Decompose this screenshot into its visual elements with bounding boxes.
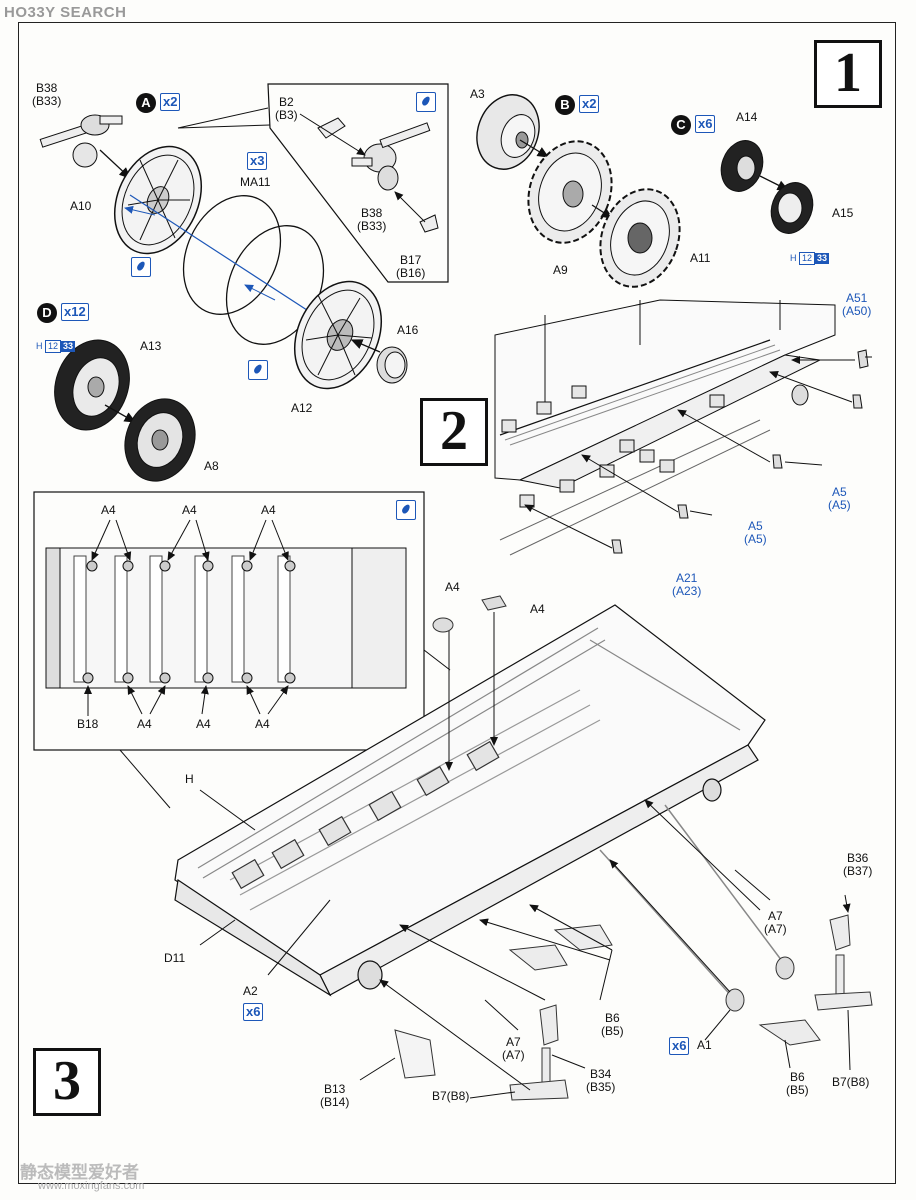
ma11-qty: x3	[247, 152, 268, 170]
label-a11: A11	[690, 251, 711, 265]
axle-detail	[317, 117, 439, 233]
label-a8: A8	[204, 459, 219, 473]
label-b7-b8-right: B7(B8)	[832, 1075, 870, 1089]
wheel-a10	[113, 145, 203, 255]
wheel-a12	[293, 280, 383, 390]
return-roller-a15	[770, 182, 814, 234]
label-b34-b35: B34 (B35)	[586, 1067, 616, 1094]
a2-qty: x6	[243, 1003, 264, 1021]
subassembly-d-qty: x12	[61, 303, 89, 321]
label-a4-right: A4	[530, 602, 545, 616]
label-b7-b8-mid: B7(B8)	[432, 1089, 470, 1103]
paint-icon	[131, 257, 151, 277]
suspension-arms	[394, 914, 873, 1101]
hub-cap-a16	[376, 346, 408, 384]
watermark-url: www.moxingfans.com	[38, 1180, 145, 1192]
subassembly-c-badge: C	[671, 115, 691, 135]
label-b17-b16: B17 (B16)	[396, 253, 426, 280]
step-number-3: 3	[33, 1048, 101, 1116]
glue-icon	[396, 500, 416, 520]
sprocket-a11	[599, 188, 681, 288]
label-inset-a4-3: A4	[261, 503, 276, 517]
label-a15: A15	[832, 206, 854, 220]
glue-icon	[416, 92, 436, 112]
label-h: H	[185, 772, 194, 786]
sprocket-a9	[527, 140, 613, 244]
label-inset-a4-1: A4	[101, 503, 116, 517]
road-wheel-a8	[124, 398, 196, 482]
subassembly-b-qty: x2	[579, 95, 600, 113]
label-b13-b14: B13 (B14)	[320, 1082, 350, 1109]
label-a51-a50: A51 (A50)	[842, 291, 872, 318]
label-b2-b3: B2 (B3)	[275, 95, 298, 122]
subassembly-c-qty: x6	[695, 115, 716, 133]
axle-b38	[39, 114, 123, 168]
label-a7-a7-right: A7 (A7)	[764, 909, 787, 936]
label-b36-b37: B36 (B37)	[843, 851, 873, 878]
label-b38-b33-top: B38 (B33)	[32, 81, 62, 108]
label-inset-a4-5: A4	[196, 717, 211, 731]
page-frame	[18, 22, 896, 1184]
label-a9: A9	[553, 263, 568, 277]
label-a14: A14	[736, 110, 758, 124]
subassembly-a-badge: A	[136, 93, 156, 113]
label-a12: A12	[291, 401, 313, 415]
site-logo: HO33Y SEARCH	[4, 4, 127, 21]
label-b6-b5-right: B6 (B5)	[786, 1070, 809, 1097]
label-a1: A1	[697, 1038, 712, 1052]
a1-qty: x6	[669, 1037, 690, 1055]
return-roller-a14	[720, 140, 764, 192]
label-a10: A10	[70, 199, 92, 213]
label-a21-a23: A21 (A23)	[672, 571, 702, 598]
subassembly-b-badge: B	[555, 95, 575, 115]
label-a4-top: A4	[445, 580, 460, 594]
label-a2: A2	[243, 984, 258, 998]
label-b38-b33-mid: B38 (B33)	[357, 206, 387, 233]
label-a16: A16	[397, 323, 419, 337]
label-a7-a7-mid: A7 (A7)	[502, 1035, 525, 1062]
label-a13: A13	[140, 339, 162, 353]
label-inset-b18: B18	[77, 717, 99, 731]
sprocket-hub-a3	[476, 94, 540, 170]
label-d11: D11	[164, 951, 186, 965]
label-b6-b5-mid: B6 (B5)	[601, 1011, 624, 1038]
paint-icon	[248, 360, 268, 380]
hull-bottom-inset	[45, 547, 407, 689]
watermark-text: 静态模型爱好者	[20, 1163, 139, 1182]
subassembly-a-qty: x2	[160, 93, 181, 111]
step-number-1: 1	[814, 40, 882, 108]
label-inset-a4-4: A4	[137, 717, 152, 731]
label-a3: A3	[470, 87, 485, 101]
subassembly-d-badge: D	[37, 303, 57, 323]
label-inset-a4-6: A4	[255, 717, 270, 731]
step-number-2: 2	[420, 398, 488, 466]
label-a5-a5-right: A5 (A5)	[828, 485, 851, 512]
label-ma11: MA11	[240, 175, 271, 189]
hull-upper-step2	[494, 299, 869, 556]
label-a5-a5-mid: A5 (A5)	[744, 519, 767, 546]
label-inset-a4-2: A4	[182, 503, 197, 517]
